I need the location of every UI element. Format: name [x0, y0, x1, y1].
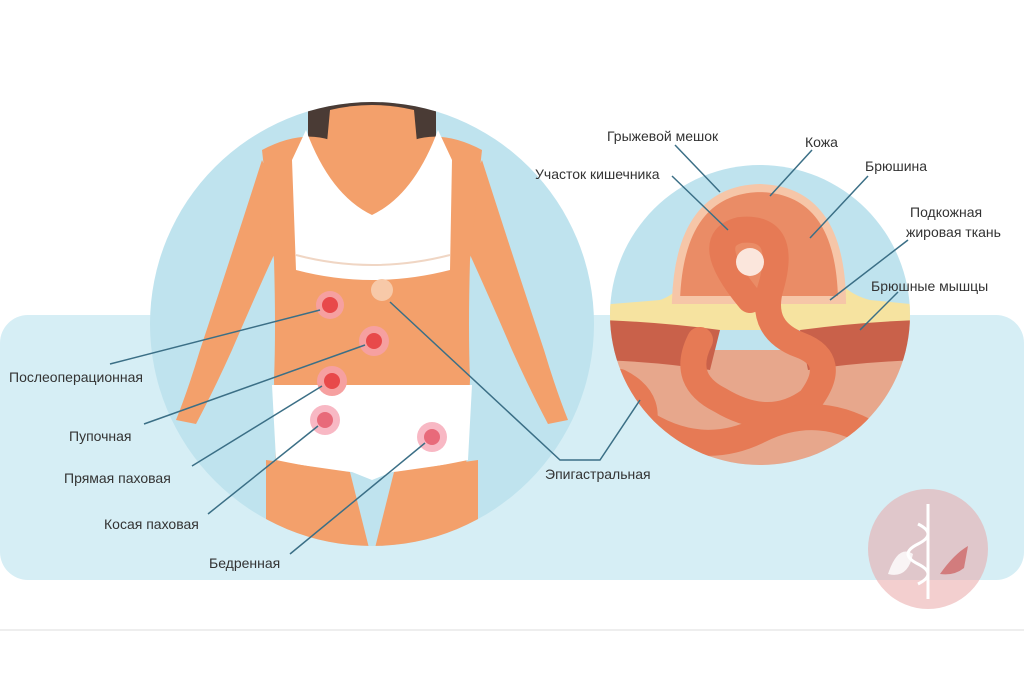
label-subcutaneous-fat-line1: Подкожная — [910, 204, 983, 220]
label-direct-inguinal: Прямая паховая — [64, 470, 171, 486]
body-figure — [176, 102, 568, 546]
bowel-loop — [680, 216, 836, 428]
label-oblique-inguinal: Косая паховая — [104, 516, 199, 532]
label-peritoneum: Брюшина — [865, 158, 928, 174]
hernia-dot-femoral — [417, 422, 447, 452]
label-epigastric: Эпигастральная — [545, 466, 651, 482]
label-abdominal-muscles: Брюшные мышцы — [871, 278, 989, 294]
label-femoral: Бедренная — [209, 555, 281, 571]
leader-lines — [109, 144, 909, 555]
label-hernia-sac: Грыжевой мешок — [607, 128, 719, 144]
hernia-dot-oblique-inguinal — [310, 405, 340, 435]
hernia-dot-direct-inguinal — [317, 366, 347, 396]
hernia-dot-postoperative — [316, 291, 344, 319]
label-umbilical: Пупочная — [69, 428, 132, 444]
label-subcutaneous-fat-line2: жировая ткань — [906, 224, 1001, 240]
label-bowel-segment: Участок кишечника — [535, 166, 660, 182]
hernia-dot-umbilical — [359, 326, 389, 356]
label-skin: Кожа — [805, 134, 838, 150]
watermark-logo — [868, 489, 988, 609]
hernia-dot-epigastric — [371, 279, 393, 301]
label-postoperative: Послеоперационная — [9, 369, 143, 385]
